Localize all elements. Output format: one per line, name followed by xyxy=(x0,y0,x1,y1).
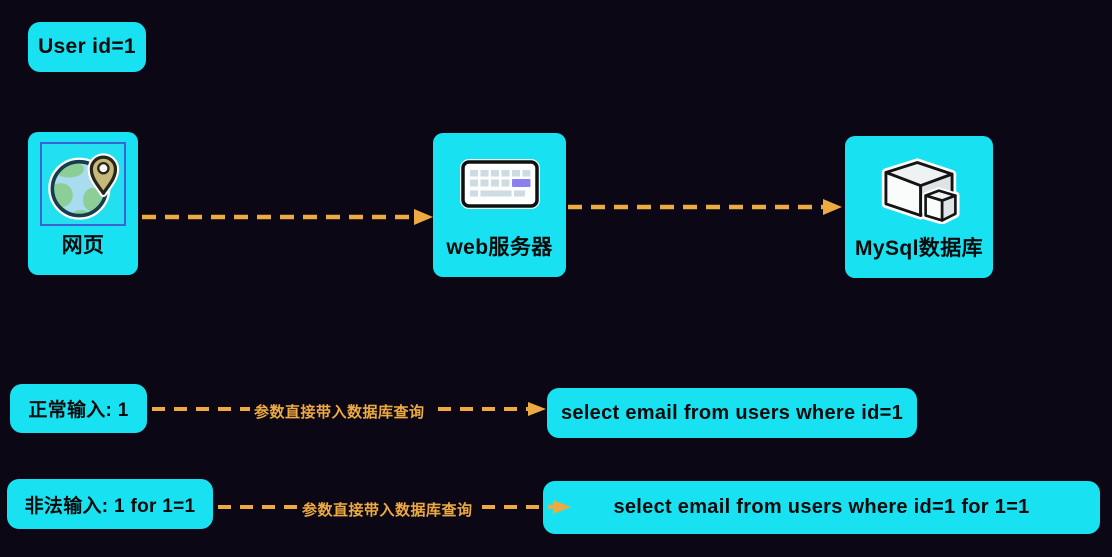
illegal-query-text: select email from users where id=1 for 1… xyxy=(613,496,1030,518)
node-webpage[interactable]: 网页 xyxy=(28,132,138,275)
user-id-badge[interactable]: User id=1 xyxy=(28,22,146,72)
user-id-text: User id=1 xyxy=(38,35,136,58)
illegal-input-box[interactable]: 非法输入: 1 for 1=1 xyxy=(7,479,213,529)
node-web-server-label: web服务器 xyxy=(446,236,553,259)
normal-input-box[interactable]: 正常输入: 1 xyxy=(10,384,147,433)
illegal-input-text: 非法输入: 1 for 1=1 xyxy=(24,495,196,517)
illegal-flow-arrow xyxy=(218,500,571,514)
database-cube-icon xyxy=(876,154,962,224)
keyboard-icon xyxy=(459,159,540,209)
globe-pin-icon xyxy=(40,142,126,226)
node-mysql-db-label: MySql数据库 xyxy=(854,237,984,260)
node-web-server[interactable]: web服务器 xyxy=(433,133,566,277)
normal-query-box[interactable]: select email from users where id=1 xyxy=(547,388,917,438)
flow-arrow-webpage-to-server xyxy=(142,209,433,225)
illegal-flow-caption: 参数直接带入数据库查询 xyxy=(298,498,477,521)
normal-input-text: 正常输入: 1 xyxy=(28,400,129,421)
normal-flow-caption: 参数直接带入数据库查询 xyxy=(250,400,429,423)
flow-arrow-server-to-mysql xyxy=(568,199,842,215)
node-mysql-db[interactable]: MySql数据库 xyxy=(845,136,993,278)
illegal-query-box[interactable]: select email from users where id=1 for 1… xyxy=(543,481,1100,534)
node-webpage-label: 网页 xyxy=(61,234,105,257)
normal-query-text: select email from users where id=1 xyxy=(560,401,904,424)
